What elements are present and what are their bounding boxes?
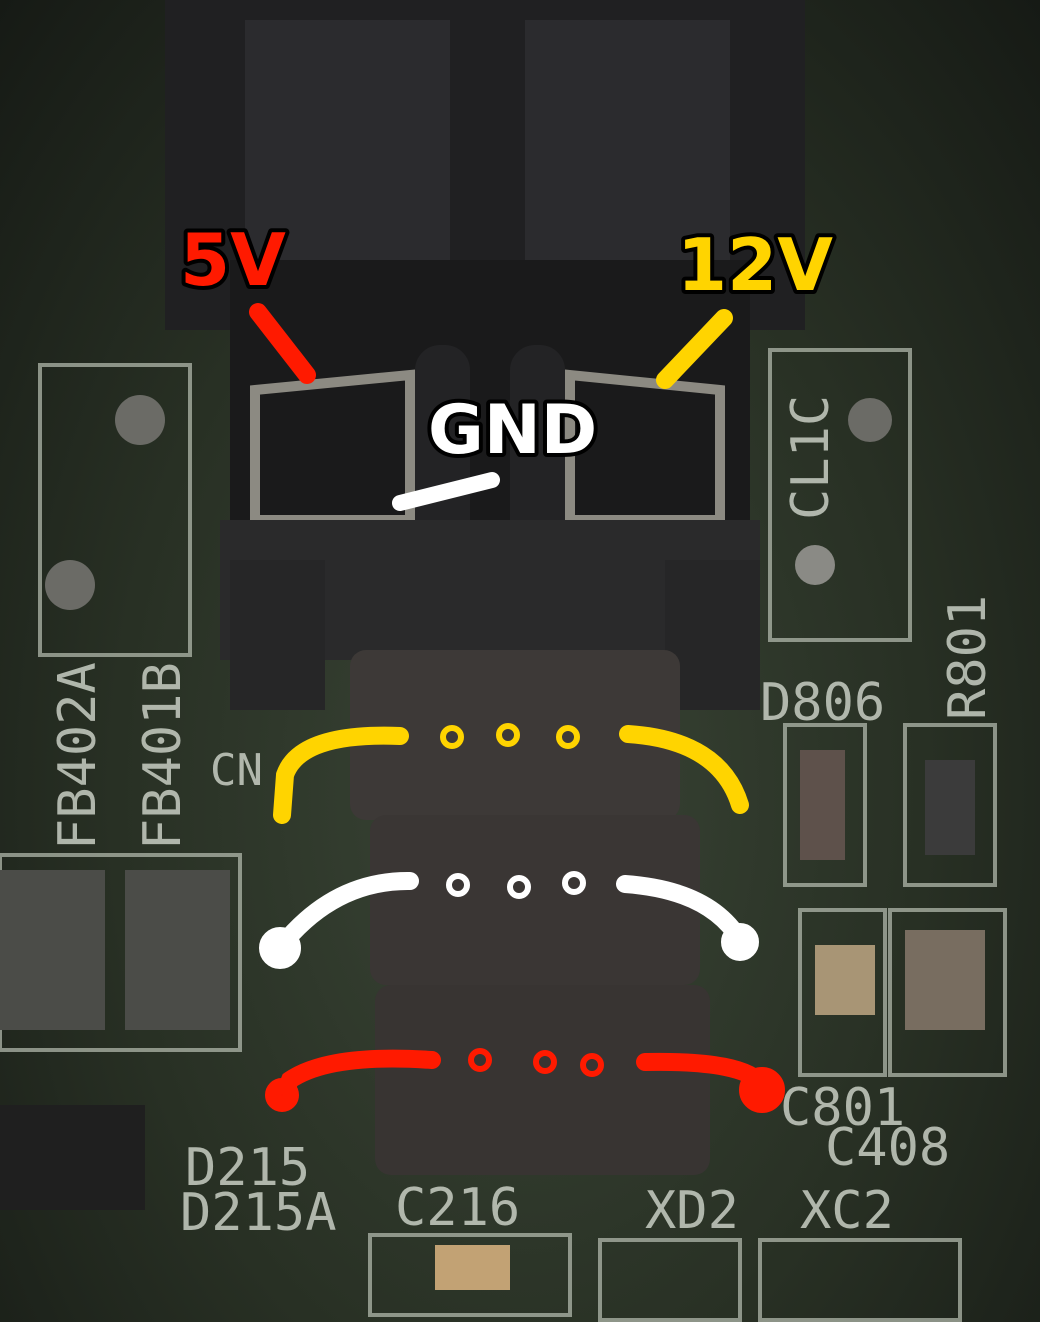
silkscreen-outlines: [0, 348, 1007, 1322]
trace-gnd: [259, 472, 759, 969]
silk-cn: CN: [210, 745, 263, 796]
silk-d215a: D215A: [180, 1183, 337, 1243]
silk-c801: C801: [780, 1078, 905, 1138]
label-gnd: GND: [428, 391, 597, 470]
trace-5v: [265, 1048, 785, 1113]
silk-cl1c: CL1C: [781, 395, 841, 520]
trace-12v: [249, 303, 749, 824]
silk-r801: R801: [938, 595, 998, 720]
silk-fb401b: FB401B: [133, 662, 193, 850]
silk-xd2: XD2: [645, 1181, 739, 1241]
smd-components: [0, 395, 985, 1290]
silk-c216: C216: [395, 1178, 520, 1238]
silk-c408: C408: [825, 1118, 950, 1178]
label-5v: 5V: [180, 218, 286, 302]
silk-fb402a: FB402A: [48, 662, 108, 850]
silk-xc2: XC2: [800, 1181, 894, 1241]
label-12v: 12V: [677, 223, 833, 307]
annotation-lines: [249, 303, 785, 1113]
silk-d215: D215: [185, 1138, 310, 1198]
silk-d806: D806: [760, 673, 885, 733]
pointer-12v: [656, 309, 733, 389]
power-connector: [165, 0, 805, 710]
pointer-5v: [249, 303, 316, 384]
